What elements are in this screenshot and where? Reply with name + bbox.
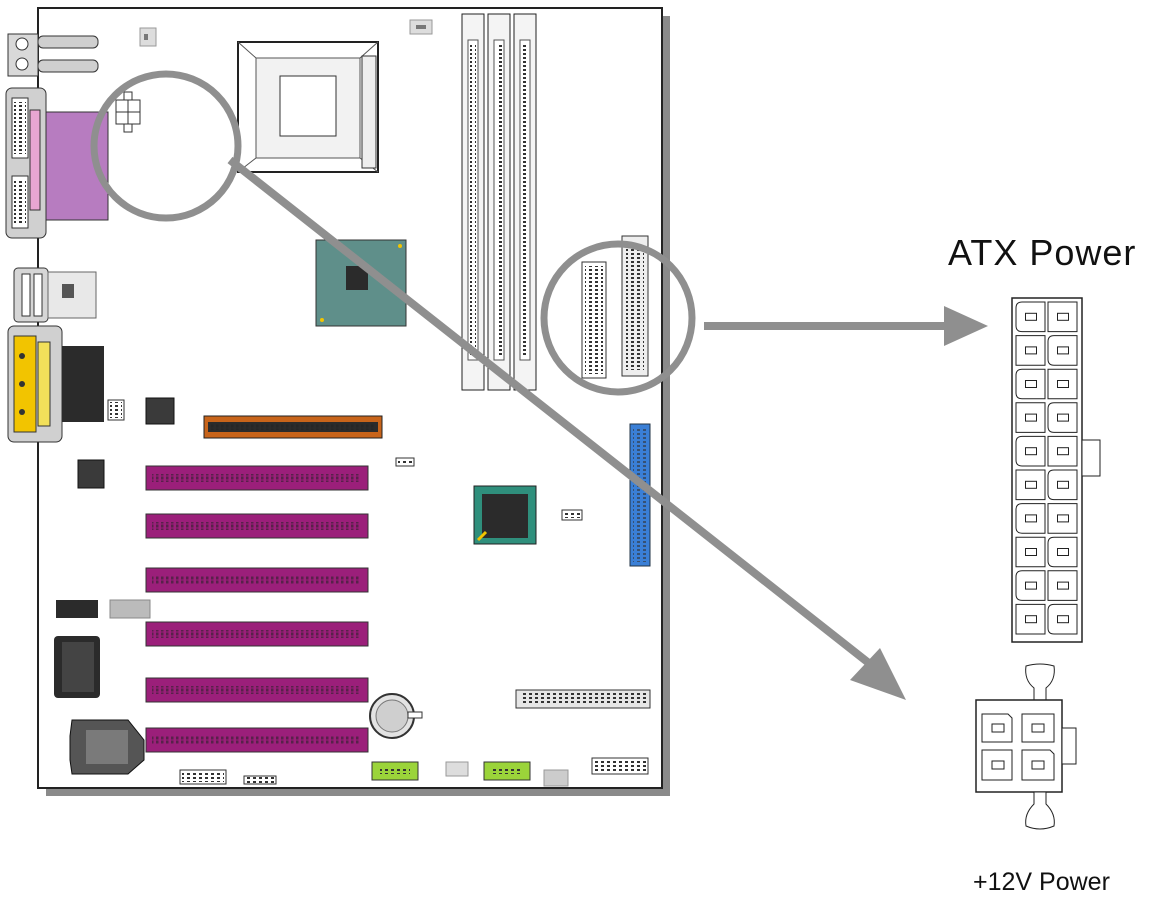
plus12v-pin <box>982 714 1012 742</box>
atx-pin <box>1016 336 1045 366</box>
plus12v-power-label: +12V Power <box>973 868 1110 897</box>
atx-pin <box>1048 302 1077 332</box>
atx-pin <box>1016 403 1045 433</box>
southbridge-chip <box>474 486 536 544</box>
plus12v-pin <box>1022 714 1054 742</box>
agp-slot <box>204 416 382 438</box>
pci-slot <box>146 466 368 490</box>
cpu-socket <box>238 42 378 172</box>
pci-slot <box>146 728 368 752</box>
atx-power-connector <box>1012 298 1100 642</box>
atx-pin <box>1048 470 1077 500</box>
plus12v-pin <box>982 750 1012 780</box>
atx-pin <box>1016 369 1045 399</box>
dimm-slot-2 <box>488 14 510 390</box>
pci-slot <box>146 514 368 538</box>
atx-pin <box>1016 436 1045 466</box>
atx-pin <box>1016 571 1045 601</box>
atx-pin <box>1016 537 1045 567</box>
pci-slot <box>146 678 368 702</box>
plus12v-power-connector <box>976 664 1076 829</box>
dimm-slot-3 <box>514 14 536 390</box>
pci-slot <box>146 622 368 646</box>
pci-slot <box>146 568 368 592</box>
atx-pin <box>1016 302 1045 332</box>
usb-ports <box>14 268 96 322</box>
atx-pin <box>1048 571 1077 601</box>
atx-pin <box>1016 604 1045 634</box>
arrow-to-atx-power <box>704 306 988 346</box>
atx-pin <box>1048 537 1077 567</box>
atx-pin <box>1048 604 1077 634</box>
atx-pin <box>1016 470 1045 500</box>
atx-pin <box>1048 369 1077 399</box>
atx-pin <box>1016 504 1045 534</box>
atx-pin <box>1048 504 1077 534</box>
ide-connector <box>630 424 650 566</box>
plus12v-pin <box>1022 750 1054 780</box>
atx-pin <box>1048 336 1077 366</box>
dimm-slots <box>462 14 536 390</box>
dimm-slot-1 <box>462 14 484 390</box>
atx-power-label: ATX Power <box>948 232 1136 274</box>
atx-pin <box>1048 436 1077 466</box>
atx-pin <box>1048 403 1077 433</box>
